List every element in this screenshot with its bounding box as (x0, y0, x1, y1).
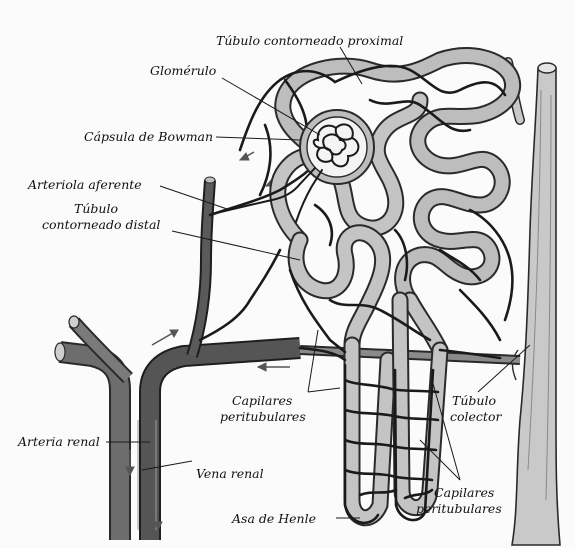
label-tubulo-contorneado-proximal: Túbulo contorneado proximal (216, 34, 403, 48)
label-capsula-de-bowman: Cápsula de Bowman (84, 130, 213, 144)
label-capilares-peritubulares-left-line2: peritubulares (220, 410, 306, 424)
label-capilares-peritubulares-right-line1: Capilares (434, 486, 494, 500)
label-vena-renal: Vena renal (196, 467, 264, 481)
label-asa-de-henle: Asa de Henle (232, 512, 316, 526)
label-capilares-peritubulares-left-line1: Capilares (232, 394, 292, 408)
label-capilares-peritubulares-right-line2: peritubulares (416, 502, 502, 516)
label-glomerulo: Glomérulo (150, 64, 216, 78)
label-arteria-renal: Arteria renal (18, 435, 100, 449)
label-tubulo-colector-line1: Túbulo (452, 394, 496, 408)
label-tubulo-contorneado-distal-line1: Túbulo (74, 202, 118, 216)
label-tubulo-contorneado-distal-line2: contorneado distal (42, 218, 160, 232)
label-arteriola-aferente: Arteriola aferente (28, 178, 142, 192)
label-tubulo-colector-line2: colector (450, 410, 501, 424)
